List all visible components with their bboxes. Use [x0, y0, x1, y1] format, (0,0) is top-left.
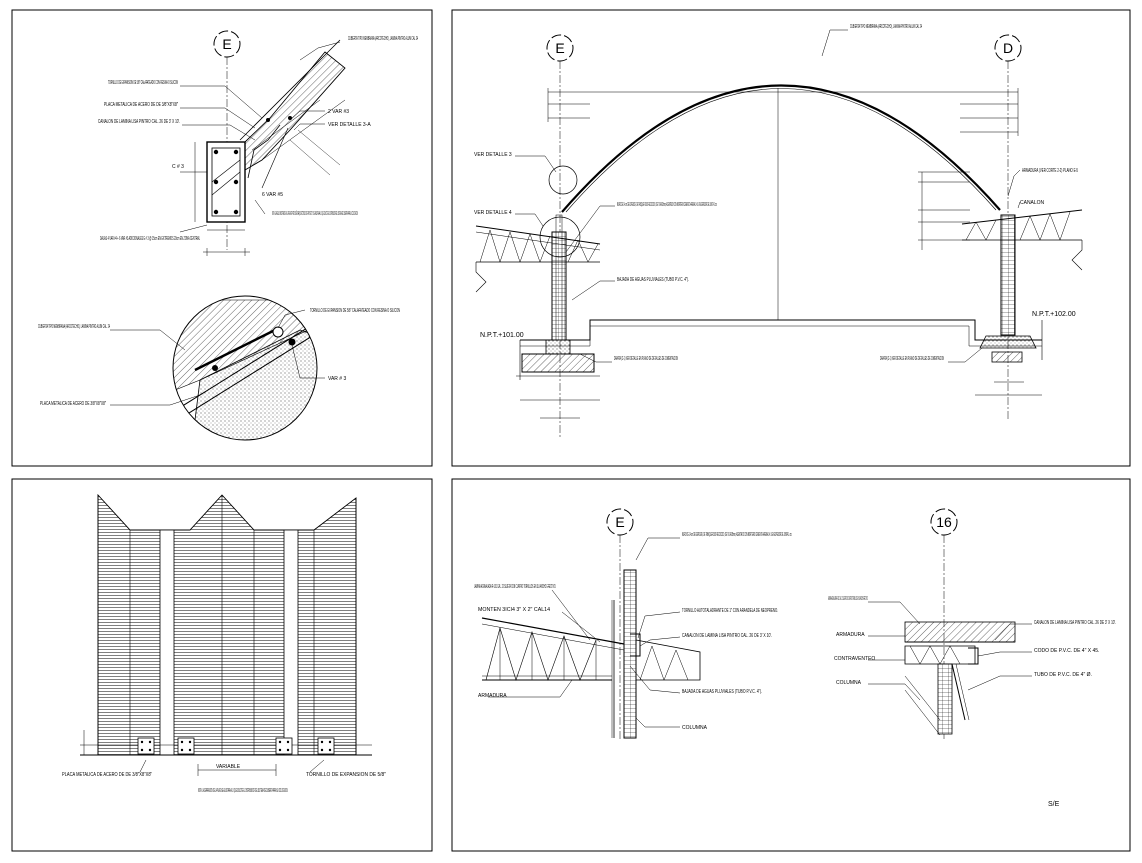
panel-frame-bottom-left — [11, 478, 433, 852]
label-tornillo: TORNILLO AUTOTALADRANTE DE 1" CON ARANDE… — [682, 608, 778, 614]
column-section — [194, 141, 250, 256]
panel-frame-top-right — [451, 9, 1131, 467]
label-tornillo: TORNILLO DE EXPANSION DE 5/8" — [306, 772, 386, 778]
label-placa-detail: PLACA METALICA DE ACERO DE 3/8"X8"X8" — [40, 401, 106, 407]
right-wall — [1000, 214, 1016, 336]
axis-label-right: D — [1003, 40, 1013, 56]
panel-frame-top-left — [11, 9, 433, 467]
label-nota: NOTA: LA SEPARACION DE LA PLACA SE AJUST… — [198, 788, 288, 794]
label-cubierta: CUBIERTA TIPO MEMBRANA (ARCOTECHO), LAMI… — [850, 24, 922, 30]
label-ver-detalle-3: VER DETALLE 3 — [474, 152, 512, 158]
label-codo: CODO DE P.V.C. DE 4" X 45. — [1034, 648, 1099, 654]
left-wall — [551, 231, 567, 341]
label-armadura-detail: ARMADURA — [836, 632, 865, 638]
arch-roof — [561, 84, 1001, 213]
label-nota: NOTA: EL ANGULO MOSTRADO EN EL PERALTE P… — [272, 210, 358, 217]
label-var3: VAR # 3 — [328, 376, 346, 382]
label-tubo: TUBO DE P.V.C. DE 4" Ø. — [1034, 672, 1092, 678]
label-lamina-detail: LAMINA ACANALADA R-101 CAL. 22 SUJETA CO… — [828, 596, 868, 602]
label-canalon: CANALON DE LAMINA LISA PINTRO CAL. 26 DE… — [682, 633, 772, 639]
label-columna: COLUMNA — [682, 725, 708, 731]
label-dim-variable: VARIABLE — [216, 764, 241, 770]
label-monten: MONTEN 3ICI4 3" X 2" CAL14 — [478, 607, 550, 613]
floor-line — [520, 319, 1042, 341]
axis-label-right: 16 — [936, 514, 952, 530]
label-contraventeo: CONTRAVENTEO — [834, 656, 875, 662]
panel-bottom-left: VARIABLE PLACA METALICA DE ACERO DE DE 3… — [62, 493, 386, 794]
label-columna-detail: COLUMNA — [836, 680, 862, 686]
label-npt-left: N.P.T.+101.00 — [480, 332, 524, 339]
label-lamina: LAMINA ACANALADA R-101 CAL. 22 SUJETA CO… — [474, 584, 556, 590]
panel-top-left: E — [38, 30, 418, 441]
left-footing — [516, 339, 600, 377]
axis-bubble-e-right: E — [546, 34, 574, 62]
label-zapata-right: ZAPATA (Z-1) VER DETALLE EN PLANO DE DET… — [880, 356, 944, 362]
axis-bubble-e: E — [213, 30, 241, 58]
roof-slope — [239, 39, 346, 189]
label-c3: C # 3 — [172, 164, 184, 170]
wall — [623, 569, 637, 739]
axis-bubble-e-bottom: E — [606, 508, 634, 536]
truss — [481, 617, 625, 681]
gutter-detail — [904, 621, 1016, 736]
label-armadura: ARMADURA (VER CORTE 2-2) PLANO E-5 — [1022, 168, 1078, 174]
label-scale: S/E — [1048, 801, 1060, 808]
label-placa: PLACA METALICA DE ACERO DE DE 3/8"X8"X8" — [104, 102, 178, 108]
label-npt-right: N.P.T.+102.00 — [1032, 311, 1076, 318]
label-tornillo-detail: TORNILLO DE EXPANSION DE 5/8" CALAFATEAD… — [310, 308, 400, 314]
axis-label: E — [222, 36, 231, 52]
label-zapata-left: ZAPATA (Z-1) VER DETALLE EN PLANO DE DET… — [614, 356, 678, 362]
axis-label-left: E — [555, 40, 564, 56]
label-ver-detalle-4: VER DETALLE 4 — [474, 210, 512, 216]
label-muro: MURO DE 14 cm DE ESPESOR, DE TABIQUE ROJ… — [682, 532, 792, 538]
label-2-var: 2 VAR #3 — [328, 109, 349, 115]
axis-bubble-16: 16 — [930, 508, 958, 536]
right-footing — [979, 335, 1037, 363]
label-dalas: DALAS 4 VAR #4 + 6 VAR #3 ADICIONALES E … — [100, 236, 200, 242]
label-ver-detalle: VER DETALLE 3-A — [328, 122, 371, 128]
label-cubierta-detail: CUBIERTA TIPO MEMBRANA (ARCOTECHO), LAMI… — [38, 324, 110, 330]
label-bajada: BAJADA DE AGUAS PLUVIALES (TUBO P.V.C. 4… — [617, 277, 689, 283]
label-cubierta: CUBIERTA TIPO MEMBRANA (ARCOTECHO), LAMI… — [348, 36, 418, 42]
label-muro: MURO DE 14 cm DE ESPESOR, DE TABIQUE ROJ… — [617, 202, 717, 208]
corrugated-elevation — [80, 493, 372, 756]
right-truss — [961, 209, 1083, 241]
label-tornillo: TORNILLO DE EXPANSION DE 5/8" CALAFATEAD… — [108, 80, 178, 86]
label-canalon: CANALON DE LAMINA LISA PINTRO CAL. 26 DE… — [98, 119, 180, 125]
label-canalon: CANALON — [1020, 200, 1045, 206]
label-placa: PLACA METALICA DE ACERO DE DE 3/8"X8"X8" — [62, 772, 152, 778]
label-canalon-detail: CANALON DE LAMINA LISA PINTRO CAL. 26 DE… — [1034, 620, 1116, 626]
axis-bubble-d: D — [994, 34, 1022, 62]
axis-label-left: E — [615, 514, 624, 530]
panel-top-right: E D — [474, 24, 1083, 438]
panel-bottom-right: E 16 — [474, 508, 1116, 808]
panel-frame-bottom-right — [451, 478, 1131, 852]
label-armadura: ARMADURA — [478, 693, 507, 699]
label-bajada: BAJADA DE AGUAS PLUVIALES (TUBO P.V.C. 4… — [682, 689, 762, 695]
label-6-var: 6 VAR #5 — [262, 192, 283, 198]
